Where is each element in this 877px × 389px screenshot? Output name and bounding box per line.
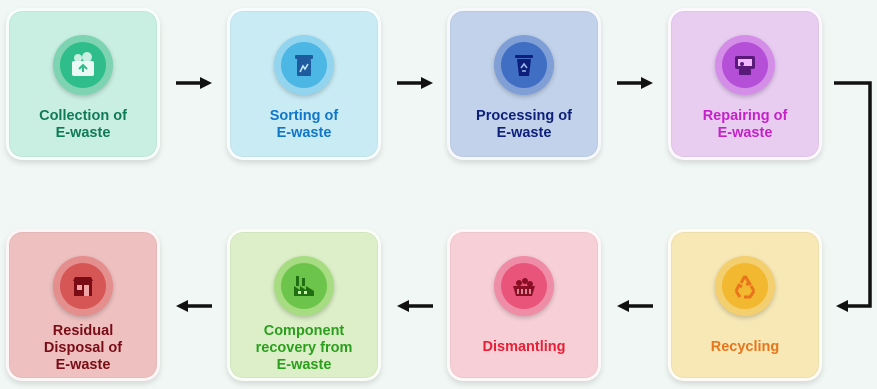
icon-circle: [53, 35, 113, 95]
arrow-right-icon: [617, 77, 653, 89]
arrow-left-icon: [397, 300, 433, 312]
icon-circle: [715, 256, 775, 316]
step-card-recycling: Recycling: [668, 229, 822, 381]
icon-circle: [494, 35, 554, 95]
icon-circle: [53, 256, 113, 316]
step-card-processing: Processing of E-waste: [447, 8, 601, 160]
step-label: Collection of E-waste: [39, 108, 127, 141]
icon-circle: [274, 256, 334, 316]
recycle-icon: [722, 263, 768, 309]
sorting-bin-icon: [281, 42, 327, 88]
step-card-component-recovery: Component recovery from E-waste: [227, 229, 381, 381]
elbow-connector-arrow-icon: [834, 81, 872, 312]
step-card-sorting: Sorting of E-waste: [227, 8, 381, 160]
step-label: Dismantling: [482, 339, 566, 355]
step-label: Residual Disposal of E-waste: [43, 323, 123, 373]
step-label: Repairing of E-waste: [702, 108, 788, 141]
step-label: Sorting of E-waste: [269, 108, 339, 141]
dismantling-basket-icon: [501, 263, 547, 309]
icon-circle: [274, 35, 334, 95]
step-card-dismantling: Dismantling: [447, 229, 601, 381]
step-card-residual-disposal: Residual Disposal of E-waste: [6, 229, 160, 381]
arrow-right-icon: [176, 77, 212, 89]
step-card-collection: Collection of E-waste: [6, 8, 160, 160]
disposal-building-icon: [60, 263, 106, 309]
icon-circle: [494, 256, 554, 316]
arrow-right-icon: [397, 77, 433, 89]
arrow-left-icon: [617, 300, 653, 312]
electronics-repair-icon: [722, 42, 768, 88]
step-label: Processing of E-waste: [476, 108, 572, 141]
step-card-repairing: Repairing of E-waste: [668, 8, 822, 160]
waste-basket-icon: [60, 42, 106, 88]
recycle-bin-icon: [501, 42, 547, 88]
icon-circle: [715, 35, 775, 95]
arrow-left-icon: [176, 300, 212, 312]
step-label: Component recovery from E-waste: [255, 323, 353, 373]
step-label: Recycling: [710, 339, 780, 355]
factory-icon: [281, 263, 327, 309]
